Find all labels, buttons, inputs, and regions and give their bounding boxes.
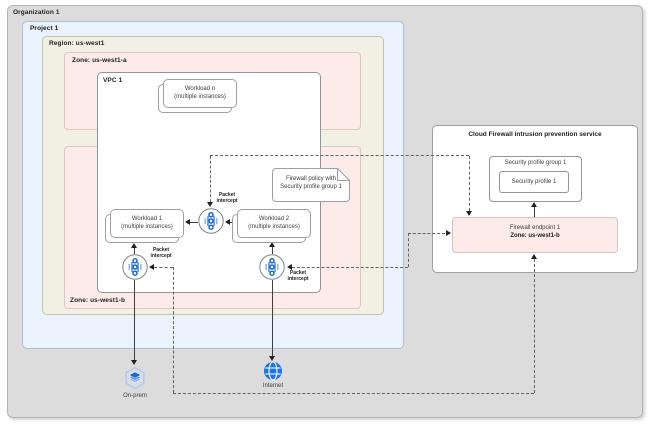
packet-intercept-icon-center	[198, 208, 224, 239]
cloud-firewall-service-title: Cloud Firewall intrusion prevention serv…	[468, 131, 602, 138]
dashed-c-vertical-right	[534, 259, 535, 393]
dashed-b-horizontal-low	[292, 267, 408, 268]
security-profile-label: Security profile 1	[511, 179, 557, 185]
connector-intercept1-to-workload1	[134, 247, 135, 254]
workload-n-card	[163, 79, 237, 108]
workload-n-subtitle: (multiple instances)	[174, 93, 226, 100]
firewall-endpoint-title: Firewall endpoint 1	[509, 225, 561, 231]
firewall-policy-note-line2: Security profile group 1	[280, 184, 342, 190]
dashed-c-vertical-left	[173, 267, 174, 393]
connector-intercept-center-to-workload1	[190, 222, 198, 223]
dashed-b-horizontal-high	[408, 233, 445, 234]
firewall-endpoint-box	[452, 217, 618, 253]
workload-2-card	[237, 209, 311, 238]
connector-workload2-to-intercept-center	[230, 222, 233, 223]
arrowhead-dashed-into-endpoint-top	[466, 211, 472, 216]
workload-1-card	[110, 209, 184, 238]
internet-icon	[263, 361, 283, 386]
arrowhead-to-workload1-right	[185, 219, 190, 225]
packet-intercept-icon-left	[122, 254, 148, 285]
arrowhead-dashed-into-endpoint-left	[446, 230, 451, 236]
connector-intercept2-to-internet	[272, 280, 273, 357]
workload-1-title: Workload 1	[131, 216, 163, 222]
security-profile-box	[499, 171, 569, 193]
zone-b-label: Zone: us-west1-b	[70, 297, 126, 304]
arrowhead-to-profile-group	[531, 202, 537, 207]
arrowhead-dashed-into-endpoint-bottom	[531, 254, 537, 259]
project-label: Project 1	[30, 25, 59, 32]
security-profile-group-label: Security profile group 1	[504, 160, 567, 166]
workload-n-title: Workload n	[184, 86, 216, 92]
workload-1-subtitle: (multiple instances)	[121, 223, 173, 230]
firewall-policy-note-line1: Firewall policy with	[285, 176, 336, 182]
on-prem-icon	[122, 365, 148, 396]
dashed-a-vertical-left	[210, 156, 211, 202]
arrowhead-to-intercept-center	[225, 219, 230, 225]
connector-intercept2-to-workload2	[272, 246, 273, 254]
organization-label: Organization 1	[13, 9, 60, 16]
arrowhead-dashed-into-intercept-center	[207, 202, 213, 207]
vpc-label: VPC 1	[103, 77, 123, 84]
workload-2-title: Workload 2	[258, 216, 290, 222]
firewall-endpoint-zone: Zone: us-west1-b	[510, 233, 560, 239]
arrowhead-to-workload2-bottom	[269, 242, 275, 247]
arrowhead-to-onprem	[131, 360, 137, 365]
arrowhead-to-workload1-bottom	[131, 243, 137, 248]
arrowhead-dashed-into-intercept2	[287, 264, 292, 270]
packet-intercept-label-right: Packet intercept	[287, 270, 309, 282]
dashed-b-vertical	[408, 233, 409, 267]
dashed-a-horizontal	[210, 155, 469, 156]
dashed-c-horizontal-top	[154, 267, 173, 268]
packet-intercept-label-center: Packet intercept	[216, 192, 238, 204]
on-prem-label: On-prem	[123, 393, 147, 399]
firewall-policy-note	[272, 168, 350, 207]
dashed-a-vertical-right	[469, 156, 470, 211]
zone-a-label: Zone: us-west1-a	[72, 57, 127, 64]
packet-intercept-label-left: Packet intercept	[150, 247, 172, 259]
packet-intercept-icon-right	[259, 254, 285, 285]
connector-endpoint-to-profile-group	[534, 205, 535, 217]
internet-label: Internet	[262, 383, 284, 389]
arrowhead-to-internet	[269, 356, 275, 361]
arrowhead-dashed-into-intercept1	[149, 264, 154, 270]
connector-intercept1-to-onprem	[134, 280, 135, 361]
dashed-c-horizontal-bottom	[173, 393, 534, 394]
region-label: Region: us-west1	[49, 40, 105, 47]
workload-2-subtitle: (multiple instances)	[248, 223, 300, 230]
